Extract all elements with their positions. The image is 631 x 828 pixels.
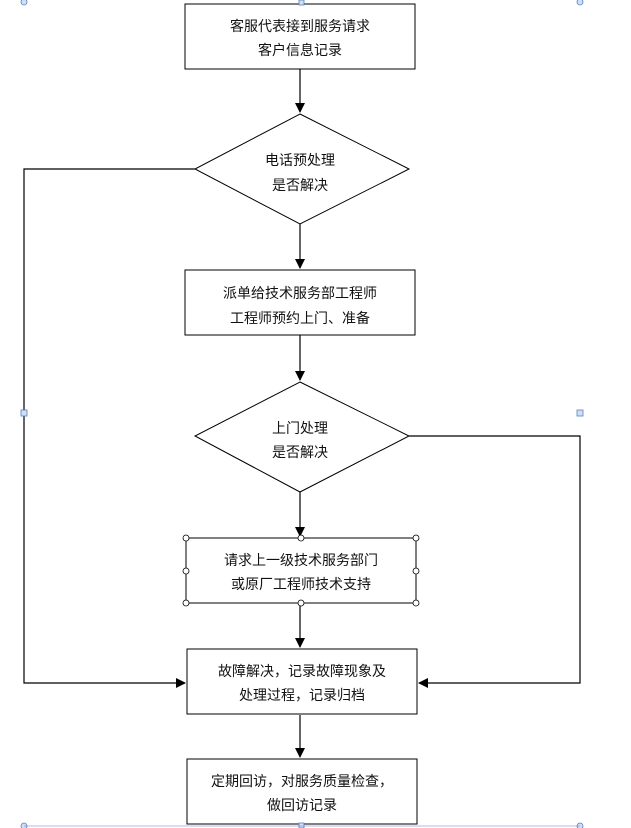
canvas-handle[interactable] — [298, 822, 305, 828]
resize-handle[interactable] — [412, 567, 420, 575]
connector-layer — [23, 69, 581, 758]
process-box-fault-resolved[interactable]: 故障解决，记录故障现象及 处理过程，记录归档 — [186, 648, 418, 715]
process-box-escalate-support[interactable]: 请求上一级技术服务部门 或原厂工程师技术支持 — [185, 537, 417, 604]
canvas-handle[interactable] — [576, 0, 584, 6]
resize-handle[interactable] — [412, 534, 420, 542]
canvas-handle[interactable] — [20, 0, 28, 6]
node-label-line: 请求上一级技术服务部门 — [224, 553, 378, 569]
resize-handle[interactable] — [297, 599, 305, 607]
node-label-line: 定期回访，对服务质量检查， — [211, 774, 393, 790]
node-label-line: 做回访记录 — [267, 798, 337, 814]
resize-handle[interactable] — [182, 534, 190, 542]
node-label-line: 是否解决 — [272, 178, 328, 194]
process-box-customer-request[interactable]: 客服代表接到服务请求 客户信息记录 — [184, 3, 416, 70]
node-label-line: 客服代表接到服务请求 — [230, 18, 370, 35]
process-box-dispatch-engineer[interactable]: 派单给技术服务部工程师 工程师预约上门、准备 — [184, 269, 416, 336]
node-layer: 客服代表接到服务请求 客户信息记录 电话预处理 是否解决 派单给技术服务部工程师… — [184, 3, 418, 825]
node-label-line: 电话预处理 — [265, 153, 335, 169]
process-box-follow-up-visit[interactable]: 定期回访，对服务质量检查， 做回访记录 — [186, 758, 418, 825]
canvas-frame-handles[interactable] — [20, 0, 584, 828]
canvas-handle[interactable] — [576, 822, 584, 828]
canvas-handle[interactable] — [20, 822, 28, 828]
decision-diamond-phone-resolved[interactable]: 电话预处理 是否解决 — [193, 113, 411, 225]
node-label-line: 是否解决 — [272, 445, 328, 461]
connector-n2-n6-left[interactable] — [23, 168, 195, 688]
canvas-handle[interactable] — [298, 0, 305, 6]
resize-handle[interactable] — [412, 599, 420, 607]
selection-handles[interactable] — [182, 534, 420, 607]
node-label-line: 上门处理 — [272, 421, 328, 437]
connector-n4-n6-right[interactable] — [409, 435, 581, 688]
resize-handle[interactable] — [297, 534, 305, 542]
node-label-line: 或原厂工程师技术支持 — [231, 577, 371, 593]
node-label-line: 派单给技术服务部工程师 — [223, 286, 377, 302]
canvas-handle[interactable] — [20, 409, 28, 417]
node-label-line: 工程师预约上门、准备 — [230, 310, 370, 327]
decision-diamond-onsite-resolved[interactable]: 上门处理 是否解决 — [193, 381, 411, 493]
node-label-line: 处理过程，记录归档 — [239, 687, 365, 704]
resize-handle[interactable] — [182, 599, 190, 607]
node-label-line: 故障解决，记录故障现象及 — [218, 664, 386, 680]
resize-handle[interactable] — [182, 567, 190, 575]
canvas-handle[interactable] — [576, 409, 584, 417]
node-label-line: 客户信息记录 — [258, 42, 342, 59]
